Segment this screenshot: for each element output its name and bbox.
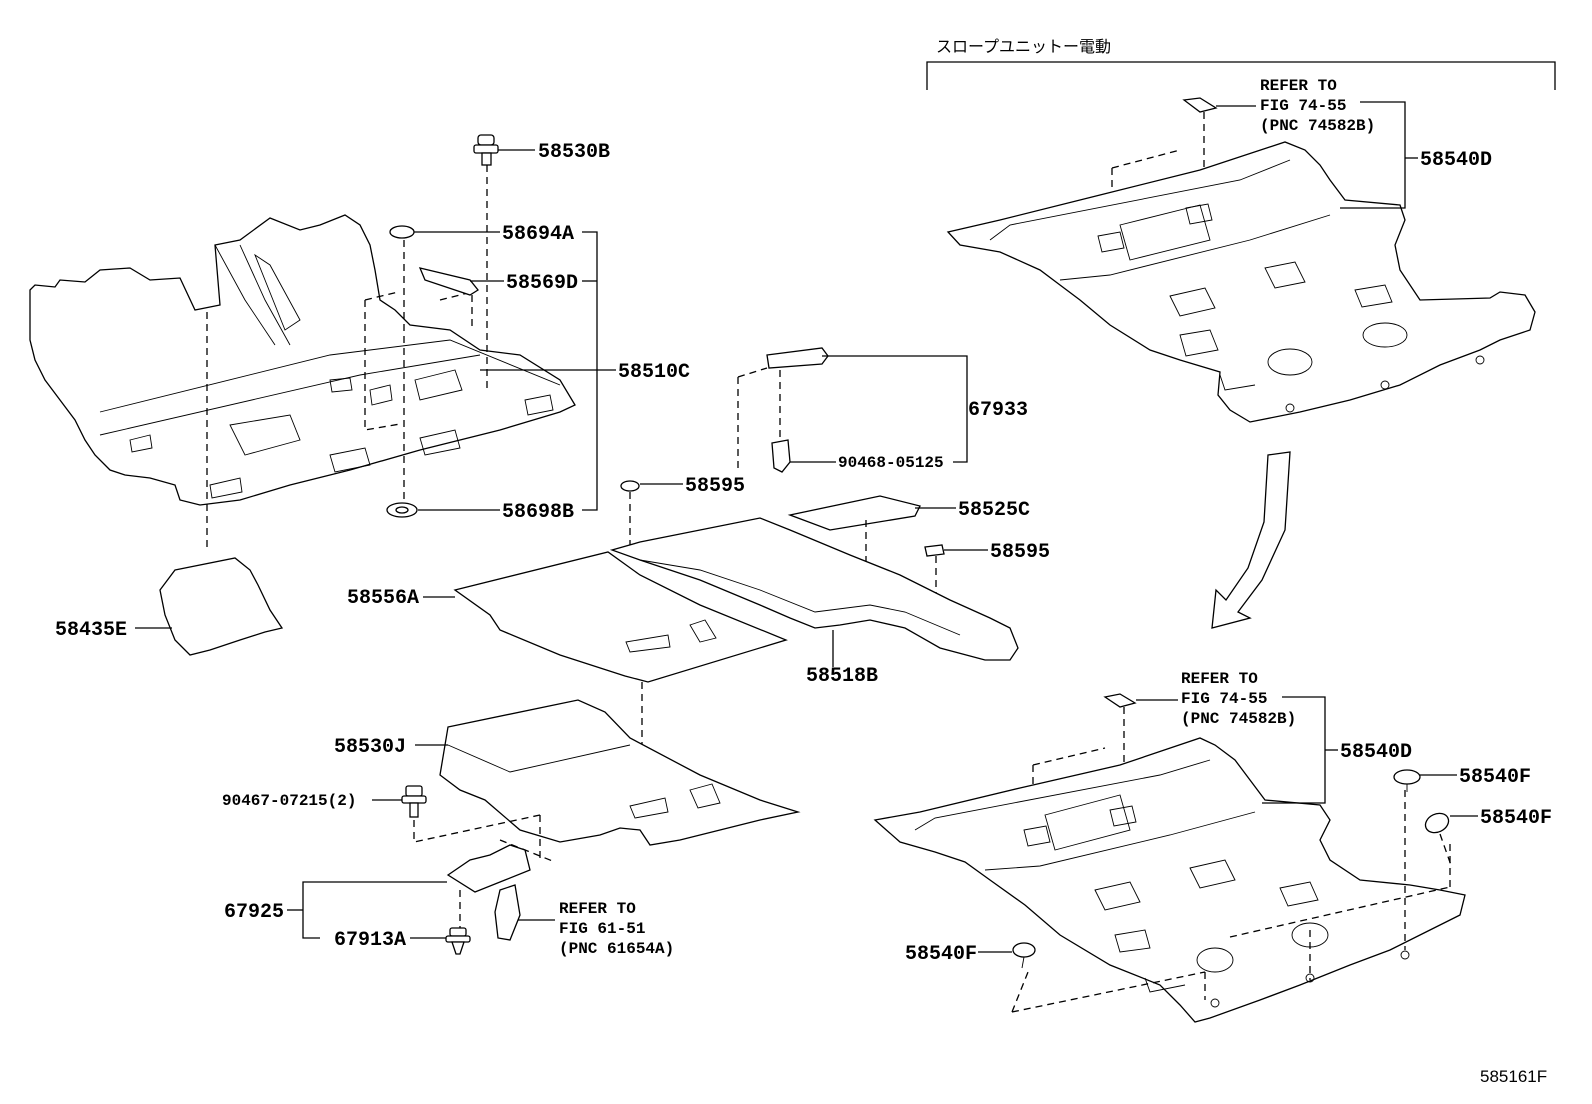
guide-67933 — [737, 367, 768, 470]
bolt-90467-07215 — [401, 785, 427, 818]
clip-58540F-2 — [1424, 812, 1453, 869]
ref-mid-line1: REFER TO — [1181, 670, 1258, 688]
grommet-58698B — [386, 502, 418, 518]
clip-90468-05125 — [771, 439, 791, 473]
label-58518B: 58518B — [806, 665, 878, 688]
mat-58435E — [159, 557, 284, 656]
label-58698B: 58698B — [502, 501, 574, 524]
ref-bottom-line2: FIG 61-51 — [559, 920, 645, 938]
variant-note: スロープユニットー電動 — [936, 37, 1111, 56]
clip-58530B — [473, 134, 499, 166]
label-67933: 67933 — [968, 399, 1028, 422]
label-58540F-2: 58540F — [1480, 807, 1552, 830]
label-90468-05125: 90468-05125 — [838, 454, 944, 472]
label-58694A: 58694A — [502, 223, 574, 246]
label-58595-b: 58595 — [990, 541, 1050, 564]
insulator-58556A — [453, 551, 788, 683]
label-58530J: 58530J — [334, 736, 406, 759]
pad-58595-a — [620, 480, 640, 492]
ref-mid-line3: (PNC 74582B) — [1181, 710, 1296, 728]
pad-58569D — [418, 267, 479, 296]
bracket-arm — [494, 884, 521, 941]
label-58435E: 58435E — [55, 619, 127, 642]
strip-67933 — [766, 347, 829, 369]
variant-bracket — [926, 61, 1556, 90]
label-58525C: 58525C — [958, 499, 1030, 522]
pad-58525C — [787, 495, 921, 531]
carpet-58540D-bottom — [873, 737, 1466, 1023]
pad-ref-mid — [1103, 693, 1137, 708]
floor-carpet-58510C — [29, 214, 576, 506]
clip-58540F-1 — [1393, 769, 1421, 792]
tray-58530J — [439, 699, 801, 846]
ref-bottom-line1: REFER TO — [559, 900, 636, 918]
label-58530B: 58530B — [538, 141, 610, 164]
label-58556A: 58556A — [347, 587, 419, 610]
label-58510C: 58510C — [618, 361, 690, 384]
label-58595-a: 58595 — [685, 475, 745, 498]
bracket-67925 — [446, 844, 531, 893]
pad-58595-b — [924, 544, 945, 557]
guide-lines-carpet — [364, 291, 473, 431]
label-58540F-1: 58540F — [1459, 766, 1531, 789]
label-58540D-top: 58540D — [1420, 149, 1492, 172]
bracket-58540D-top — [1340, 101, 1406, 209]
bracket-67933 — [822, 355, 968, 463]
clip-58540F-3 — [1012, 942, 1036, 969]
label-67925: 67925 — [224, 901, 284, 924]
ref-top-line2: FIG 74-55 — [1260, 97, 1346, 115]
ref-bottom-line3: (PNC 61654A) — [559, 940, 674, 958]
fastener-58694A — [389, 225, 415, 239]
ref-top-line1: REFER TO — [1260, 77, 1337, 95]
guide-bolts — [413, 814, 556, 863]
label-90467-07215: 90467-07215(2) — [222, 792, 356, 810]
flow-arrow-icon — [1211, 451, 1291, 629]
label-67913A: 67913A — [334, 929, 406, 952]
label-58540F-3: 58540F — [905, 943, 977, 966]
group-bracket-carpet — [582, 231, 598, 511]
insulator-58518B — [609, 517, 1019, 661]
carpet-58540D-top — [946, 141, 1536, 423]
figure-id: 585161F — [1480, 1067, 1547, 1086]
ref-top-line3: (PNC 74582B) — [1260, 117, 1375, 135]
pad-ref-top — [1182, 97, 1218, 113]
label-58540D-bottom: 58540D — [1340, 741, 1412, 764]
clip-67913A — [445, 927, 471, 955]
label-58569D: 58569D — [506, 272, 578, 295]
ref-mid-line2: FIG 74-55 — [1181, 690, 1267, 708]
guide-lines-bottom-right — [1011, 840, 1451, 1013]
